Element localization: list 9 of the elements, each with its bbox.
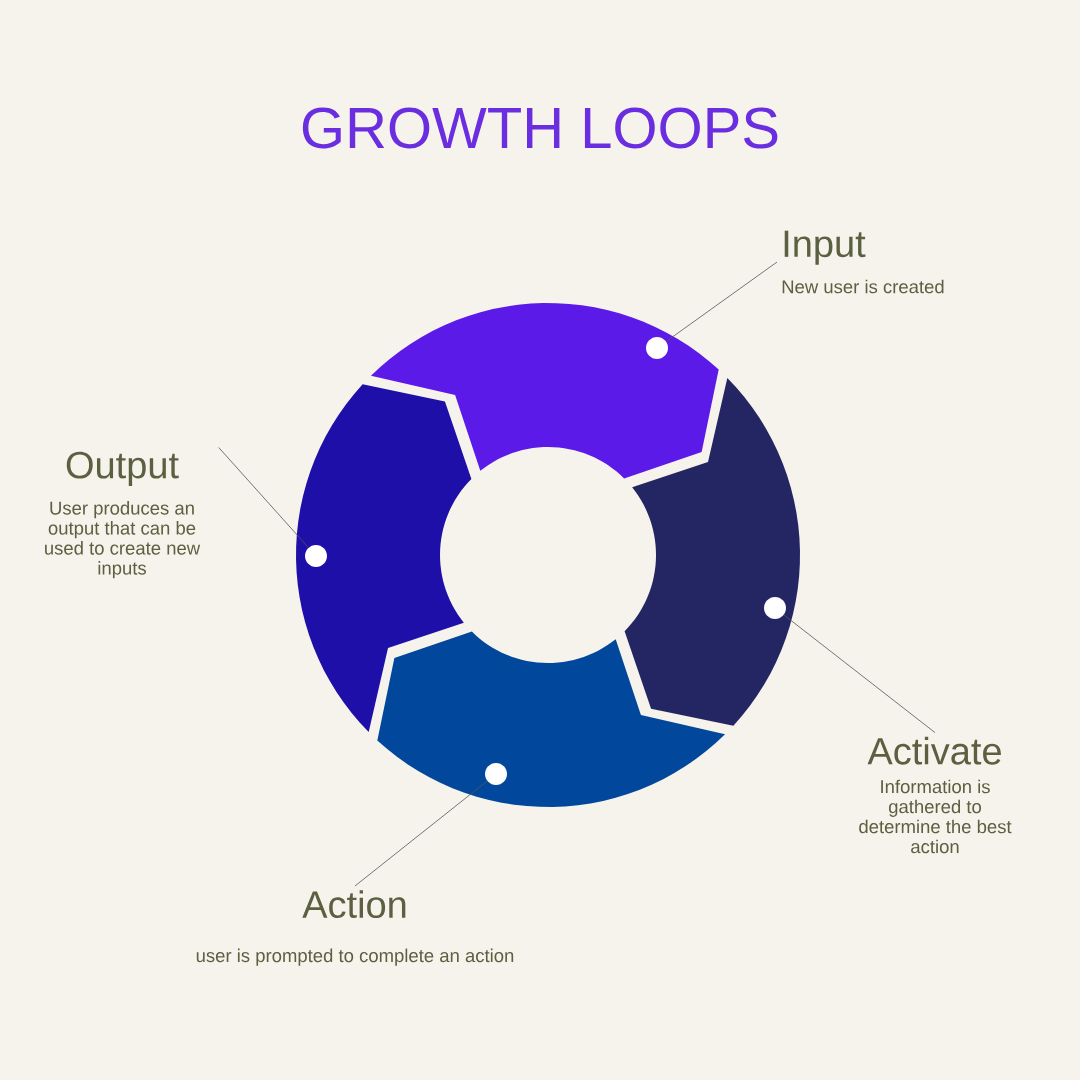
leader-line: [218, 447, 309, 549]
leader-line: [354, 780, 488, 887]
leader-line: [665, 261, 778, 342]
step-label: Action user is prompted to complete an action: [196, 890, 514, 966]
title: GROWTH LOOPS: [302, 107, 778, 149]
step-label: Input New user is created: [782, 230, 944, 294]
step-label: Output User produces an output that can be used to create new inputs: [45, 451, 201, 579]
leader-line: [783, 614, 936, 733]
step-label: Activate Information is gathered to determine the best action: [859, 736, 1012, 854]
